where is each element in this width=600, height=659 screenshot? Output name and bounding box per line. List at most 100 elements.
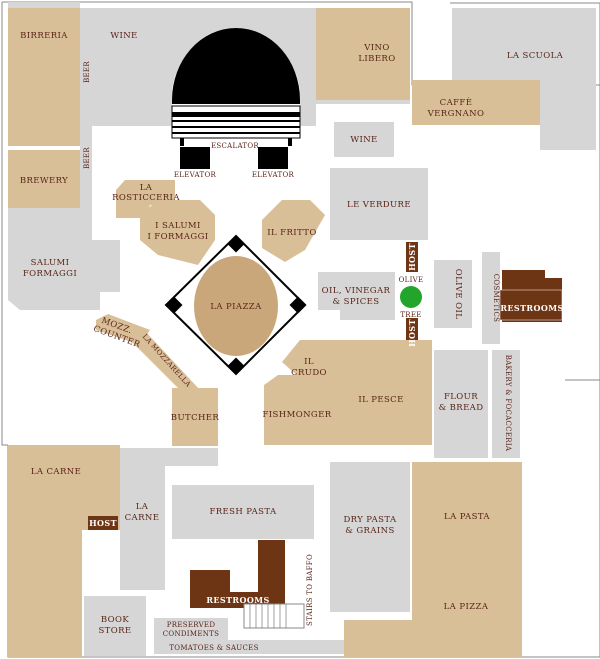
label-cosmetics: COSMETICS: [492, 274, 500, 322]
label-wine-mid: WINE: [350, 135, 377, 145]
birreria-area[interactable]: [8, 8, 80, 146]
beer-shelf-top: [80, 8, 92, 146]
label-la-piazza: LA PIAZZA: [210, 302, 262, 312]
la-rosticceria-area[interactable]: [116, 180, 175, 218]
label-il-crudo-2: CRUDO: [291, 368, 327, 378]
label-preserved-2: CONDIMENTS: [163, 630, 219, 638]
la-pizza-area[interactable]: [344, 568, 522, 657]
salumi-formaggi-area[interactable]: [8, 208, 120, 310]
olive-tree: [400, 286, 422, 308]
elevator-left[interactable]: [180, 147, 210, 169]
label-la-carne: LA CARNE: [31, 467, 81, 477]
butcher-area[interactable]: [172, 388, 218, 446]
label-salumi-2: I FORMAGGI: [147, 232, 208, 242]
label-oil-2: & SPICES: [333, 297, 380, 307]
label-elevator-left: ELEVATOR: [174, 171, 217, 179]
la-pasta-area[interactable]: [412, 462, 522, 568]
label-fresh-pasta: FRESH PASTA: [209, 507, 277, 517]
host-bottom-left[interactable]: [88, 516, 118, 530]
label-host-bottom-left: HOST: [89, 518, 117, 528]
la-mozzarella-counter[interactable]: [130, 330, 200, 395]
label-salumi-1: I SALUMI: [155, 221, 201, 231]
oil-vinegar-area[interactable]: [318, 272, 395, 320]
label-olive-oil: OLIVE OIL: [453, 269, 463, 320]
piazza-corner-top: [227, 235, 245, 253]
fishmonger-area[interactable]: [264, 375, 330, 445]
label-la-scuola: LA SCUOLA: [507, 51, 564, 61]
vino-libero-area[interactable]: [316, 8, 410, 100]
label-host-top: HOST: [407, 243, 417, 271]
label-il-fritto: IL FRITTO: [267, 228, 316, 238]
flour-bread-area[interactable]: [434, 350, 488, 458]
label-brewery: BREWERY: [20, 176, 68, 186]
label-book-2: STORE: [98, 626, 131, 636]
label-dry-pasta-1: DRY PASTA: [343, 515, 397, 525]
label-bakery: BAKERY & FOCACCERIA: [504, 355, 512, 452]
label-stairs: STAIRS TO BAFFO: [306, 554, 314, 626]
label-rosticceria-2: ROSTICCERIA: [112, 193, 180, 203]
wine-top-right-strip: [316, 100, 410, 104]
label-beer-bottom: BEER: [83, 147, 91, 169]
label-host-bottom: HOST: [407, 319, 417, 347]
la-scuola-area[interactable]: [452, 8, 596, 150]
label-flour-1: FLOUR: [444, 392, 478, 402]
label-oil-1: OIL, VINEGAR: [322, 286, 391, 296]
bakery-focacceria-area[interactable]: [492, 350, 520, 458]
beer-shelf-bottom: [80, 118, 92, 208]
wine-area-top[interactable]: [92, 8, 164, 126]
label-olive: OLIVE: [399, 276, 424, 284]
stairs-steps: [249, 604, 287, 628]
escalator-dome: [172, 28, 300, 104]
piazza-corner-right: [289, 296, 307, 314]
olive-oil-area[interactable]: [434, 260, 472, 328]
label-caffe-2: VERGNANO: [427, 109, 485, 119]
label-tomatoes: TOMATOES & SAUCES: [169, 644, 258, 652]
label-fishmonger: FISHMONGER: [263, 410, 332, 420]
la-piazza-area[interactable]: [194, 256, 278, 356]
label-restrooms-right: RESTROOMS: [500, 303, 563, 313]
label-la-carne2-1: LA: [136, 502, 149, 512]
label-la-pasta: LA PASTA: [444, 512, 490, 522]
restrooms-right-outline: [499, 289, 563, 321]
il-crudo-area[interactable]: [282, 340, 330, 378]
elevator-right[interactable]: [258, 147, 288, 169]
label-escalator: ESCALATOR: [211, 142, 259, 150]
label-birreria: BIRRERIA: [20, 31, 68, 41]
brewery-area[interactable]: [8, 150, 80, 208]
il-fritto-counter[interactable]: [262, 200, 325, 262]
cosmetics-area[interactable]: [482, 252, 500, 344]
tomatoes-sauces-area[interactable]: [154, 640, 344, 654]
label-caffe-1: CAFFÈ: [440, 96, 473, 108]
book-store-area[interactable]: [84, 596, 146, 656]
la-carne-counter[interactable]: [120, 448, 218, 590]
label-dry-pasta-2: & GRAINS: [345, 526, 394, 536]
label-le-verdure: LE VERDURE: [347, 200, 411, 210]
caffe-vergnano-area[interactable]: [412, 85, 540, 125]
label-flour-2: & BREAD: [439, 403, 484, 413]
host-top[interactable]: [406, 242, 418, 272]
label-book-1: BOOK: [101, 615, 130, 625]
salumi-formaggi-counter[interactable]: [140, 200, 215, 265]
la-carne-area[interactable]: [8, 445, 120, 595]
le-verdure-area[interactable]: [330, 168, 428, 240]
caffe-top: [412, 80, 540, 86]
label-salumi-formaggi-1: SALUMI: [31, 258, 70, 268]
escalator-steps: [171, 105, 301, 146]
label-wine-top: WINE: [110, 31, 137, 41]
il-pesce-area[interactable]: [330, 340, 432, 445]
fresh-pasta-area[interactable]: [172, 485, 314, 539]
preserved-condiments-area[interactable]: [154, 618, 228, 640]
label-salumi-formaggi-2: FORMAGGI: [23, 269, 77, 279]
label-preserved-1: PRESERVED: [167, 621, 216, 629]
label-tree: TREE: [400, 311, 421, 319]
label-rosticceria-1: LA: [140, 183, 153, 193]
wine-mid-area[interactable]: [334, 122, 394, 157]
restrooms-bottom[interactable]: [190, 540, 285, 608]
label-elevator-right: ELEVATOR: [252, 171, 295, 179]
dry-pasta-area[interactable]: [330, 462, 410, 612]
la-carne-left-lower[interactable]: [8, 595, 82, 657]
piazza-corner-bottom: [227, 357, 245, 375]
label-restrooms-bottom: RESTROOMS: [206, 595, 269, 605]
label-vino-libero-1: VINO: [363, 43, 390, 53]
